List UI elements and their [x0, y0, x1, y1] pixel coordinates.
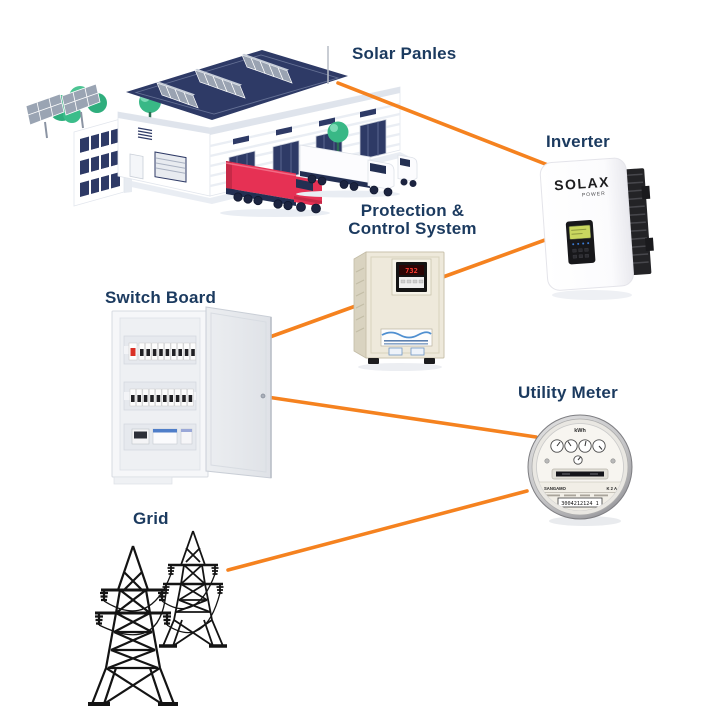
- ground-solar-array: [25, 83, 101, 139]
- inverter-display-panel: [565, 220, 596, 265]
- switchboard-device: [111, 306, 272, 485]
- label-utility-meter: Utility Meter: [518, 383, 618, 402]
- label-solar-panels: Solar Panles: [352, 44, 457, 63]
- grid-towers: [88, 530, 227, 706]
- roof-solar-panels: [156, 53, 293, 109]
- transmission-tower-small: [159, 530, 227, 648]
- connectors: [226, 81, 558, 572]
- connector-inverter-to-protection: [441, 234, 558, 279]
- inverter-lcd: [568, 224, 592, 240]
- inverter-brand-sub-text: POWER: [582, 191, 606, 199]
- utility-meter-device: kWh SANGAMO: [527, 414, 633, 526]
- roller-door: [154, 151, 187, 183]
- label-switch-board: Switch Board: [105, 288, 217, 307]
- breaker-row-2: [123, 381, 197, 411]
- connector-solar-to-inverter: [336, 81, 555, 169]
- side-door: [129, 153, 144, 180]
- label-inverter: Inverter: [546, 132, 610, 151]
- meter-unit-text: kWh: [574, 428, 586, 434]
- protection-control-device: 732: [353, 251, 445, 371]
- warehouse-illustration: [25, 46, 418, 217]
- meter-serial-text: 3004212124 1: [561, 501, 598, 507]
- protection-controller: 732: [396, 262, 427, 292]
- connector-protection-to-switchboard: [265, 301, 366, 340]
- switchboard-door: [205, 306, 272, 479]
- meter-brand-text: SANGAMO: [544, 486, 567, 491]
- transmission-tower-large: [88, 545, 178, 706]
- label-protection-line1: Protection &: [360, 201, 465, 220]
- meter-model-text: K 2 A: [606, 486, 617, 491]
- white-truck: [296, 144, 400, 198]
- module-row: [123, 423, 197, 451]
- connector-switchboard-to-meter: [265, 395, 538, 439]
- partial-truck-cab: [397, 154, 418, 187]
- protection-label-band: [380, 328, 433, 356]
- inverter-device: SOLAX POWER: [539, 157, 654, 300]
- protection-display-value: 732: [405, 267, 418, 275]
- breaker-row-1: [123, 335, 197, 365]
- inverter-brand-text: SOLAX: [554, 174, 611, 194]
- label-grid: Grid: [133, 509, 169, 528]
- connector-meter-to-grid: [226, 489, 529, 572]
- upper-windows: [233, 108, 376, 145]
- door-handle: [260, 393, 266, 399]
- power-wires: [98, 573, 221, 636]
- warehouse-left-wall: [117, 111, 211, 197]
- red-truck: [220, 161, 330, 217]
- label-protection-line2: Control System: [348, 219, 477, 238]
- vent-grille: [137, 127, 153, 141]
- label-protection: Protection & Control System: [331, 202, 494, 238]
